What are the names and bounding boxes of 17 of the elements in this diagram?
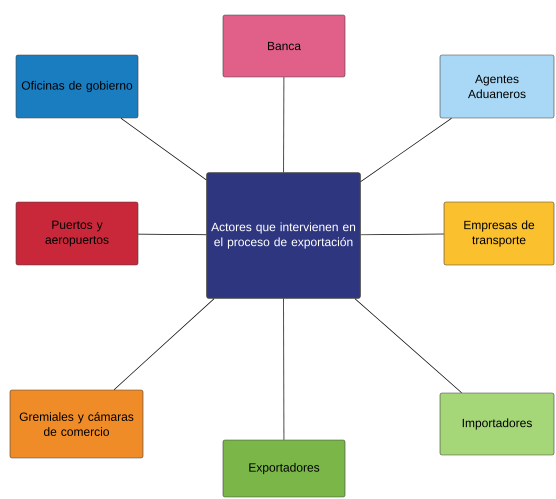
connector-line <box>354 298 462 394</box>
connector-line <box>283 298 284 440</box>
actor-box: Oficinas de gobierno <box>16 54 138 118</box>
connector-line <box>283 76 284 173</box>
actor-box: Agentes Aduaneros <box>440 54 554 118</box>
actor-box: Empresas de transporte <box>444 202 554 266</box>
topic-box: Actores que intervienen en el proceso de exportación <box>206 172 361 299</box>
connector-line <box>114 298 214 390</box>
actor-box: Importadores <box>440 392 554 456</box>
connector-line <box>120 118 207 180</box>
connector-line <box>138 234 207 236</box>
connector-line <box>360 118 452 182</box>
actor-box: Banca <box>222 14 346 78</box>
actor-box: Puertos y aeropuertos <box>16 202 138 266</box>
actor-box: Exportadores <box>222 440 346 498</box>
connector-line <box>360 234 444 236</box>
actor-box: Gremiales y cámaras de comercio <box>10 390 144 458</box>
